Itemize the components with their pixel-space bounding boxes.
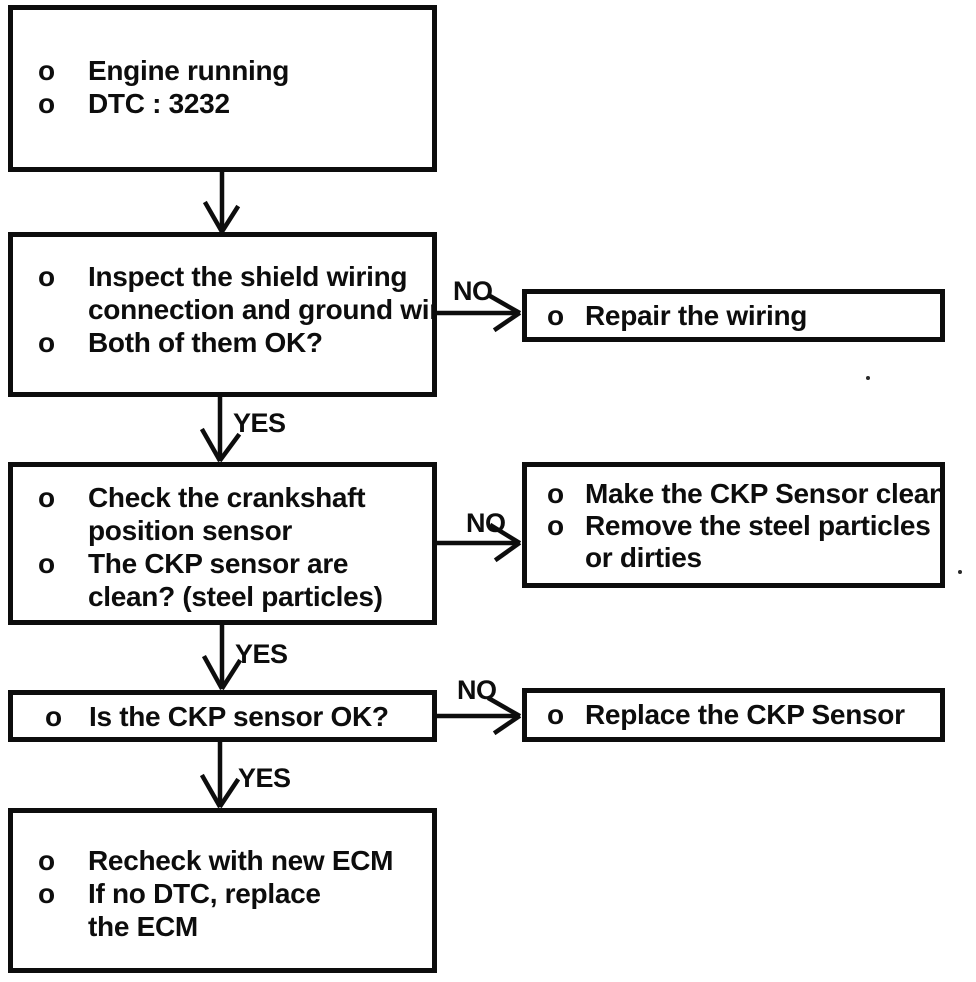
edge-label-no-clean: NO [466, 508, 506, 538]
node-inspect-line: o Inspect the shield wiring [13, 260, 432, 293]
node-recheck-text-1: Recheck with new ECM [88, 845, 394, 876]
node-clean-line: o Remove the steel particles [527, 510, 940, 542]
node-recheck-text-3: the ECM [88, 911, 198, 942]
node-repair-text: Repair the wiring [585, 299, 808, 331]
bullet: o [547, 299, 564, 331]
node-inspect-text-2: connection and ground wire [88, 294, 437, 325]
node-recheck-text-2: If no DTC, replace [88, 878, 321, 909]
node-clean-text-3: or dirties [585, 542, 702, 573]
node-replace: o Replace the CKP Sensor [522, 688, 945, 742]
node-repair: o Repair the wiring [522, 289, 945, 342]
node-check-text-4: clean? (steel particles) [88, 581, 383, 612]
bullet: o [38, 327, 55, 358]
bullet: o [38, 482, 55, 513]
arrow-sensor-ok-to-recheck [199, 741, 241, 809]
arrow-start-to-inspect [202, 171, 241, 234]
node-start: o Engine running o DTC : 3232 [8, 5, 437, 172]
node-inspect-line: connection and ground wire [13, 293, 432, 326]
node-start-text-2: DTC : 3232 [88, 88, 230, 119]
node-recheck-line: the ECM [13, 910, 432, 943]
bullet: o [38, 878, 55, 909]
node-check-text-3: The CKP sensor are [88, 548, 349, 579]
node-replace-text: Replace the CKP Sensor [585, 699, 905, 730]
node-check-line: position sensor [13, 514, 432, 547]
edge-label-yes-check: YES [233, 408, 286, 438]
node-start-line: o DTC : 3232 [13, 87, 432, 120]
edge-label-yes-recheck: YES [238, 763, 291, 793]
bullet: o [45, 700, 62, 732]
node-recheck: o Recheck with new ECM o If no DTC, repl… [8, 808, 437, 973]
bullet: o [38, 88, 55, 119]
bullet: o [547, 478, 564, 509]
bullet: o [547, 699, 564, 730]
node-inspect-line: o Both of them OK? [13, 326, 432, 359]
scan-speckle [866, 376, 870, 380]
node-inspect-text-1: Inspect the shield wiring [88, 261, 408, 292]
node-check-line: o Check the crankshaft [13, 481, 432, 514]
node-check-text-1: Check the crankshaft [88, 482, 366, 513]
node-inspect: o Inspect the shield wiring connection a… [8, 232, 437, 397]
node-check: o Check the crankshaft position sensor o… [8, 462, 437, 625]
node-check-line: o The CKP sensor are [13, 547, 432, 580]
node-clean-line: o Make the CKP Sensor clean [527, 478, 940, 510]
edge-label-no-replace: NO [457, 675, 497, 705]
bullet: o [38, 261, 55, 292]
node-sensor-ok: o Is the CKP sensor OK? [8, 690, 437, 742]
node-clean-line: or dirties [527, 542, 940, 574]
node-start-line: o Engine running [13, 54, 432, 87]
node-inspect-text-3: Both of them OK? [88, 327, 323, 358]
bullet: o [38, 548, 55, 579]
node-check-text-2: position sensor [88, 515, 292, 546]
node-clean-text-2: Remove the steel particles [585, 510, 931, 541]
node-clean: o Make the CKP Sensor clean o Remove the… [522, 462, 945, 588]
edge-label-no-repair: NO [453, 276, 493, 306]
node-recheck-line: o If no DTC, replace [13, 877, 432, 910]
node-sensor-ok-line: o Is the CKP sensor OK? [13, 700, 432, 733]
node-check-line: clean? (steel particles) [13, 580, 432, 613]
edge-label-yes-sensor: YES [235, 639, 288, 669]
node-replace-line: o Replace the CKP Sensor [527, 699, 940, 731]
node-recheck-line: o Recheck with new ECM [13, 844, 432, 877]
bullet: o [38, 55, 55, 86]
bullet: o [38, 845, 55, 876]
node-sensor-ok-text: Is the CKP sensor OK? [89, 700, 389, 732]
bullet: o [547, 510, 564, 541]
node-clean-text-1: Make the CKP Sensor clean [585, 478, 945, 509]
scan-speckle [958, 570, 962, 574]
node-start-text-1: Engine running [88, 55, 290, 86]
node-repair-line: o Repair the wiring [527, 300, 940, 332]
arrow-check-to-sensor-ok [201, 624, 243, 691]
